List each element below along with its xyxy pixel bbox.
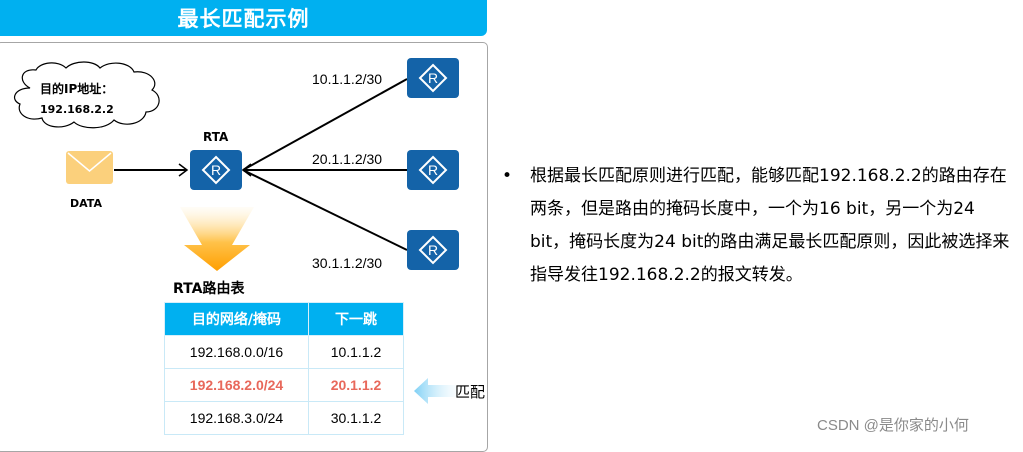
bullet-marker: • [502, 166, 513, 186]
cloud-destination-label: 目的IP地址： [40, 82, 114, 96]
left-arrow-icon [414, 378, 456, 404]
router-icon: R [190, 150, 242, 190]
routing-table-title: RTA路由表 [173, 281, 245, 297]
svg-text:R: R [428, 162, 438, 178]
down-arrow-icon [180, 207, 254, 271]
next-hop-cell: 10.1.1.2 [308, 335, 404, 369]
description-bullet-list: • 根据最长匹配原则进行匹配，能够匹配192.168.2.2的路由存在两条，但是… [502, 160, 1012, 292]
svg-text:R: R [428, 242, 438, 258]
routing-table-header: 目的网络/掩码 下一跳 [164, 302, 404, 336]
router-icon: R [407, 150, 459, 190]
packet-label: DATA [70, 197, 102, 210]
table-row: 192.168.3.0/24 30.1.1.2 [164, 401, 404, 435]
routing-table: 目的网络/掩码 下一跳 192.168.0.0/16 10.1.1.2 192.… [164, 302, 404, 435]
svg-text:R: R [428, 70, 438, 86]
rta-label: RTA [203, 130, 229, 144]
link-lines [114, 78, 408, 251]
destination-cell: 192.168.3.0/24 [164, 401, 309, 435]
watermark: CSDN @是你家的小何 [817, 417, 969, 434]
cloud-icon [13, 61, 160, 129]
link-label-3: 30.1.1.2/30 [312, 255, 383, 271]
destination-cell: 192.168.2.0/24 [164, 368, 309, 402]
router-icon: R [407, 230, 459, 270]
slide-title-text: 最长匹配示例 [177, 7, 310, 31]
destination-cell: 192.168.0.0/16 [164, 335, 309, 369]
envelope-icon [66, 151, 113, 184]
link-label-2: 20.1.1.2/30 [312, 151, 383, 167]
match-label: 匹配 [455, 383, 486, 401]
link-label-1: 10.1.1.2/30 [312, 71, 383, 87]
table-row-matched: 192.168.2.0/24 20.1.1.2 [164, 368, 404, 402]
column-header-next-hop: 下一跳 [308, 302, 404, 336]
column-header-destination: 目的网络/掩码 [164, 302, 309, 336]
cloud-destination-ip: 192.168.2.2 [40, 103, 114, 116]
next-hop-cell: 20.1.1.2 [308, 368, 404, 402]
svg-text:R: R [211, 162, 221, 178]
slide-title: 最长匹配示例 [0, 0, 487, 36]
next-hop-cell: 30.1.1.2 [308, 401, 404, 435]
table-row: 192.168.0.0/16 10.1.1.2 [164, 335, 404, 369]
description-text: 根据最长匹配原则进行匹配，能够匹配192.168.2.2的路由存在两条，但是路由… [530, 166, 1010, 285]
router-icon: R [407, 58, 459, 98]
